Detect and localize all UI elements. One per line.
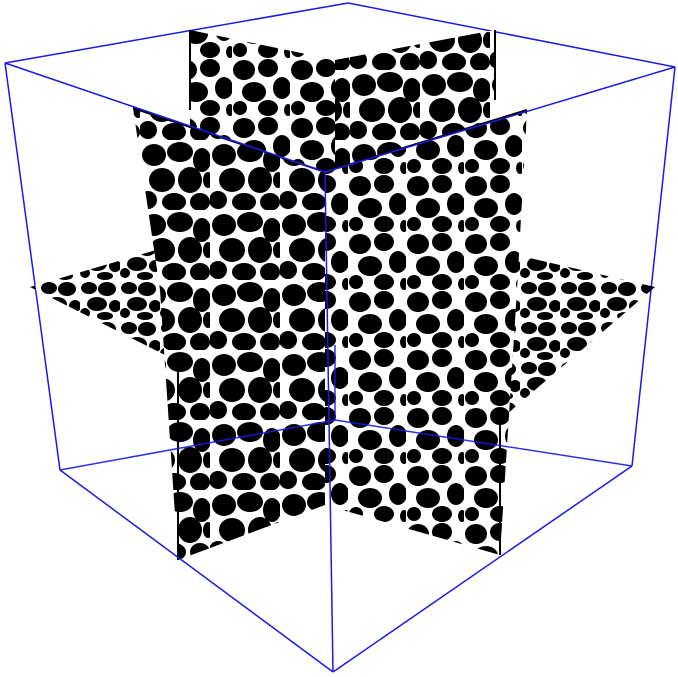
box-edge: [59, 469, 334, 673]
box-edge: [324, 171, 334, 673]
box-edge: [4, 62, 61, 471]
box-edge: [347, 2, 676, 68]
box-edge: [332, 465, 633, 673]
box-edge: [631, 66, 676, 467]
slice-yz-front: [325, 110, 527, 555]
box-edge: [324, 66, 676, 173]
box-edge: [4, 2, 349, 64]
box-edge-hidden: [59, 419, 336, 471]
slice-xz-front: [133, 108, 325, 560]
box-edge-hidden: [334, 419, 633, 467]
bounding-box-back-edges: [4, 2, 676, 471]
box-edge: [4, 62, 326, 173]
bounding-box-front-edges: [4, 62, 676, 673]
